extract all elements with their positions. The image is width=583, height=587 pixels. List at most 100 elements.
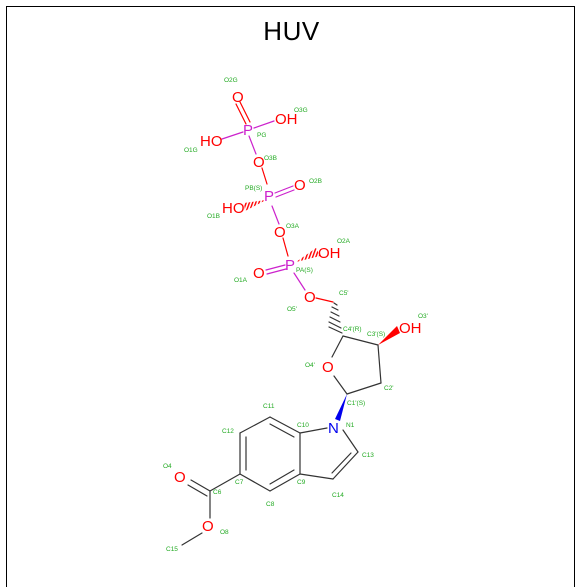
label-c15: C15 [166,546,178,553]
bond-c1-n1-wedge [335,394,347,421]
atom-ho-pb: HO [222,200,245,217]
bond-o2g-pg-b [239,101,251,123]
label-o4p: O4' [305,362,315,369]
bond-c5-c4-hash5 [328,321,342,329]
bond-pb-o3a [271,205,280,225]
bond-c4-c3 [342,335,379,346]
bond-c2-c1 [346,382,382,395]
label-c14: C14 [332,492,344,499]
label-c4p: C4'(R) [343,326,362,333]
label-c1p: C1'(S) [347,400,365,407]
bond-c13-c14-b [331,452,352,474]
bond-pa-o1a-a [265,264,286,271]
label-o8: O8 [220,529,229,536]
label-pb: PB(S) [245,185,262,192]
atom-pa: P [285,257,295,274]
bond-c6-o4-b [187,484,208,497]
label-c6: C6 [213,489,222,496]
bond-c5-c4-hash2 [331,306,339,311]
heteroatom-symbols: O P OH HO O P O HO O P OH O O OH O N O O [174,89,422,535]
bond-o3b-pb [261,167,268,185]
bond-pa-o1a-b [266,268,287,275]
atom-oh-pa: OH [318,245,341,262]
bond-c3-oh3-wedge [378,326,400,345]
bonds [181,101,400,546]
label-o1g: O1G [184,147,198,154]
label-o5p: O5' [287,306,297,313]
bond-c7-c6 [209,473,241,492]
bond-c13-c14-a [332,451,359,480]
bond-o8-c15 [181,532,203,546]
bond-pg-o3b [248,135,257,155]
atom-o3a: O [274,224,286,241]
ligand-title: HUV [263,16,320,46]
bond-c5-c4-hash6 [328,326,343,334]
atom-ho-pg: HO [200,133,223,150]
label-o3g: O3G [294,107,308,114]
atom-o1a: O [253,265,265,282]
atom-o4-ring: O [322,359,334,376]
bond-o5-c5 [315,297,334,303]
bond-o2g-pg-a [235,103,247,125]
label-n1: N1 [346,422,355,429]
atom-pg: P [243,122,253,139]
bond-c3-c2 [377,344,382,384]
bond-c1-o4 [333,375,348,395]
label-o2a: O2A [337,238,351,245]
bond-c7-c8 [239,473,271,492]
bond-pb-o2b-a [274,185,294,194]
atom-o5: O [304,289,316,306]
label-o1a: O1A [234,277,248,284]
atom-o2g: O [232,89,244,106]
bond-c14-c9 [299,473,334,480]
bond-c8-c9 [269,473,301,492]
label-c3p: C3'(S) [367,331,385,338]
label-c9: C9 [297,479,306,486]
bond-c10-c11-inner [269,423,295,438]
label-c5p: C5' [339,290,349,297]
label-o1b: O1B [207,213,220,220]
atom-n1: N [328,420,339,437]
atom-o-ester: O [202,518,214,535]
label-c11: C11 [263,403,275,410]
label-pa: PA(S) [296,267,313,274]
bond-c10-n1 [299,427,328,434]
label-c12: C12 [222,428,234,435]
bond-c11-c12 [239,416,271,434]
bond-c5-c4-hash3 [330,311,340,317]
bond-pb-o2b-b [275,189,295,198]
bond-pb-ho-hashed [244,200,266,211]
label-c2p: C2' [384,385,394,392]
label-c13: C13 [362,452,374,459]
bond-o4-c4 [331,335,344,358]
atom-o2b: O [294,177,306,194]
atom-name-labels: O2G O3G PG O1G O3B O2B PB(S) O1B O3A O2A… [163,77,428,553]
label-o3b: O3B [264,155,277,162]
label-o3p: O3' [418,313,428,320]
bond-c5-c4-hash4 [329,316,341,323]
bond-pa-o5 [293,272,306,291]
label-c10: C10 [297,422,309,429]
bond-pg-oh [253,120,275,129]
bond-n1-c13 [342,429,359,453]
label-o2b: O2B [309,178,322,185]
label-o2g: O2G [224,77,238,84]
bond-c8-c9-inner [269,469,295,485]
atom-pb: P [264,188,274,205]
label-o4: O4 [163,463,172,470]
label-o3a: O3A [286,223,300,230]
structure-panel [6,6,575,587]
label-c8: C8 [266,501,275,508]
bond-c6-o4-a [190,479,211,492]
bond-pa-oh-hashed [296,248,320,262]
atom-oh-pg: OH [275,111,298,128]
bond-pg-ho [221,131,244,140]
atom-o3b: O [253,154,265,171]
atom-o-carbonyl: O [174,469,186,486]
atom-oh3: OH [399,320,422,337]
bond-c5-c4-hash1 [333,302,338,306]
bond-o3a-pa [282,237,289,257]
label-c7: C7 [235,479,244,486]
